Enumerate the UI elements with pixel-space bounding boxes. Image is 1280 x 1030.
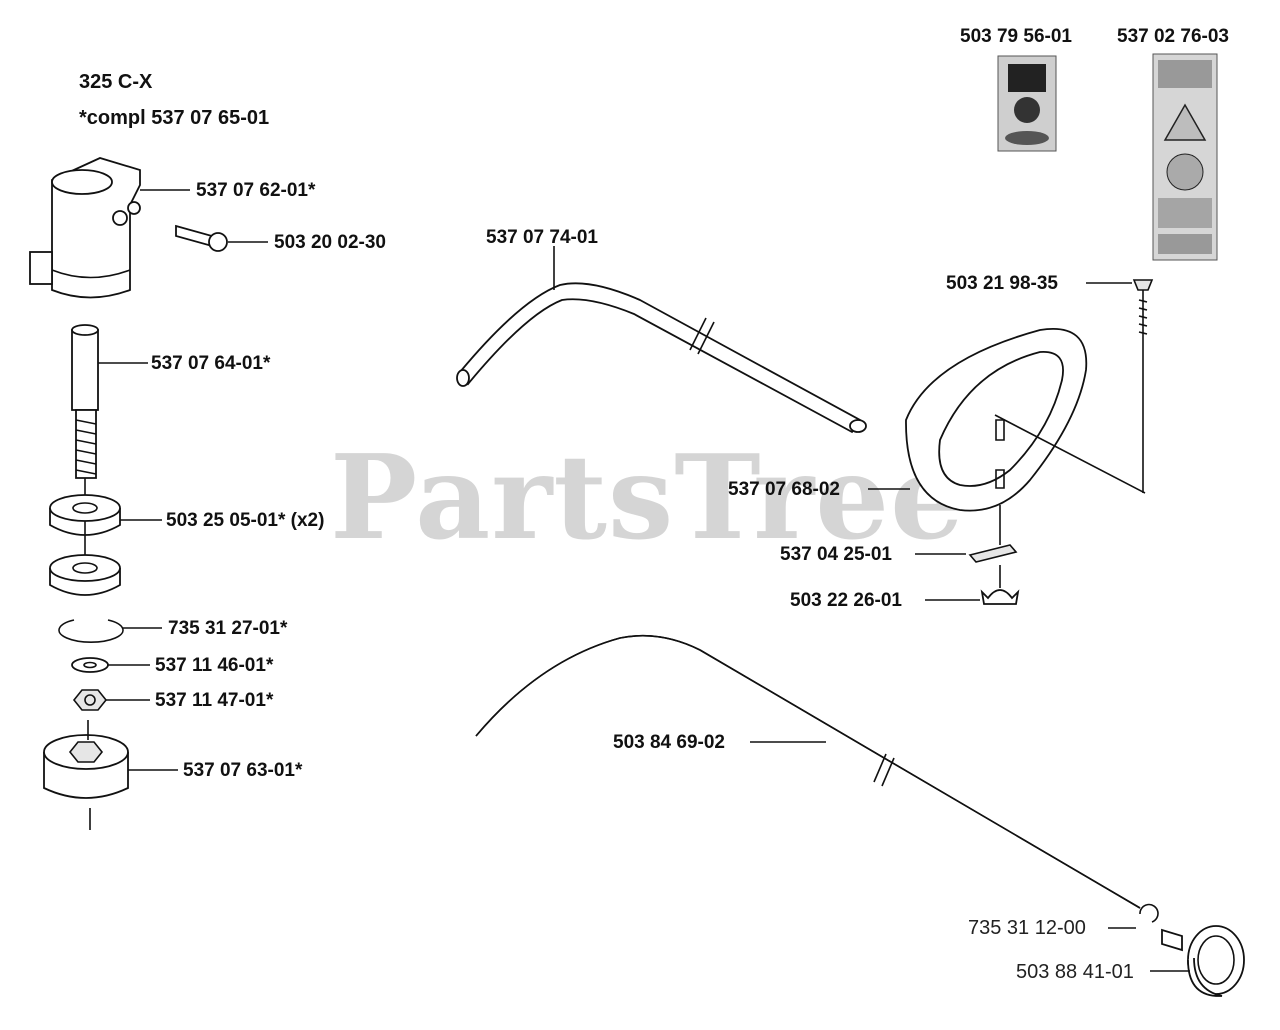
decal-537-02-76-03 bbox=[1152, 53, 1218, 261]
flex-shaft-drawing bbox=[475, 634, 1141, 909]
part-label[interactable]: 537 07 63-01* bbox=[183, 760, 303, 781]
bracket-drawing bbox=[915, 505, 1020, 605]
part-label[interactable]: 735 31 12-00 bbox=[968, 917, 1086, 939]
part-label[interactable]: 537 07 64-01* bbox=[151, 353, 271, 374]
part-label[interactable]: 503 22 26-01 bbox=[790, 590, 902, 611]
sleeve-drawing bbox=[71, 324, 99, 479]
kit-note: *compl 537 07 65-01 bbox=[79, 107, 270, 129]
decal-label[interactable]: 503 79 56-01 bbox=[960, 26, 1072, 47]
part-label[interactable]: 503 25 05-01* (x2) bbox=[166, 510, 325, 531]
model-title: 325 C-X bbox=[79, 71, 153, 93]
shaft-coupling-drawing bbox=[1108, 903, 1245, 997]
decal-label[interactable]: 537 02 76-03 bbox=[1117, 26, 1229, 47]
part-label[interactable]: 537 07 74-01 bbox=[486, 227, 598, 248]
loop-handle-drawing bbox=[905, 328, 1146, 512]
part-label[interactable]: 537 07 62-01* bbox=[196, 180, 316, 201]
part-label[interactable]: 503 84 69-02 bbox=[613, 732, 725, 753]
coupling-clamp-drawing bbox=[29, 157, 141, 299]
part-label[interactable]: 537 11 47-01* bbox=[155, 690, 274, 711]
part-label[interactable]: 503 88 41-01 bbox=[1016, 961, 1134, 983]
clamp-screw-drawing bbox=[175, 224, 228, 252]
bearings-drawing bbox=[49, 494, 121, 596]
shaft-tube-drawing bbox=[456, 282, 867, 434]
watermark: PartsTree bbox=[330, 430, 965, 566]
circlip-washer-nut-drawing bbox=[58, 619, 124, 711]
handle-bolt-drawing bbox=[1132, 279, 1154, 493]
part-label[interactable]: 537 04 25-01 bbox=[780, 544, 892, 565]
part-label[interactable]: 503 20 02-30 bbox=[274, 232, 386, 253]
coupling-housing-drawing bbox=[43, 734, 129, 830]
part-label[interactable]: 537 07 68-02 bbox=[728, 479, 840, 500]
part-label[interactable]: 503 21 98-35 bbox=[946, 273, 1058, 294]
decal-503-79-56-01 bbox=[997, 55, 1057, 152]
part-label[interactable]: 537 11 46-01* bbox=[155, 655, 274, 676]
part-label[interactable]: 735 31 27-01* bbox=[168, 618, 288, 639]
